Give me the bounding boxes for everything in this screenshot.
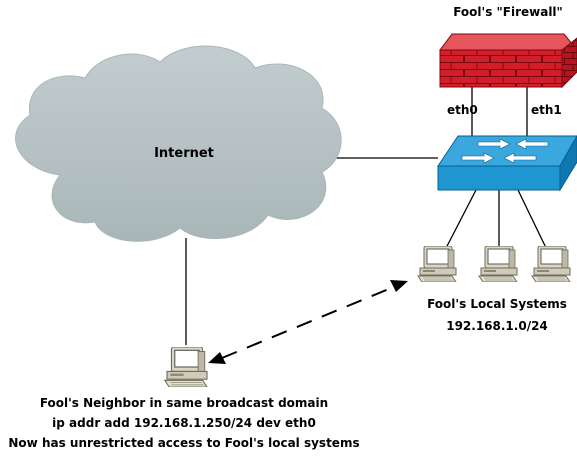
- neighbor-line-1: Fool's Neighbor in same broadcast domain: [40, 396, 328, 410]
- brick-firewall-icon: [439, 33, 577, 89]
- network-switch: [437, 134, 577, 192]
- dashed-access-line: [221, 285, 397, 359]
- wire-switch-pc1: [443, 189, 477, 253]
- local-systems-label: Fool's Local Systems: [427, 297, 567, 311]
- desktop-computer-icon: [478, 246, 518, 282]
- neighbor-line-3: Now has unrestricted access to Fool's lo…: [8, 436, 359, 450]
- internet-label: Internet: [154, 146, 214, 161]
- wire-switch-pc3: [517, 189, 549, 253]
- neighbor-line-2: ip addr add 192.168.1.250/24 dev eth0: [52, 416, 316, 430]
- desktop-computer-icon: [417, 246, 457, 282]
- eth1-label: eth1: [531, 103, 562, 117]
- local-subnet-label: 192.168.1.0/24: [446, 319, 548, 333]
- arrowhead-to-local: [390, 280, 408, 292]
- network-switch-icon: [437, 134, 577, 192]
- arrowhead-to-neighbor: [208, 352, 226, 364]
- eth0-label: eth0: [447, 103, 478, 117]
- internet-cloud: Internet: [15, 45, 342, 242]
- cloud-icon: [15, 45, 342, 242]
- firewall-title: Fool's "Firewall": [453, 5, 563, 19]
- neighbor-system: Fool's Neighbor in same broadcast domain…: [8, 347, 360, 450]
- connections: [185, 85, 549, 364]
- local-systems: Fool's Local Systems 192.168.1.0/24: [417, 246, 571, 333]
- desktop-computer-icon: [164, 347, 208, 387]
- desktop-computer-icon: [531, 246, 571, 282]
- firewall: Fool's "Firewall" eth0 eth1: [439, 5, 577, 117]
